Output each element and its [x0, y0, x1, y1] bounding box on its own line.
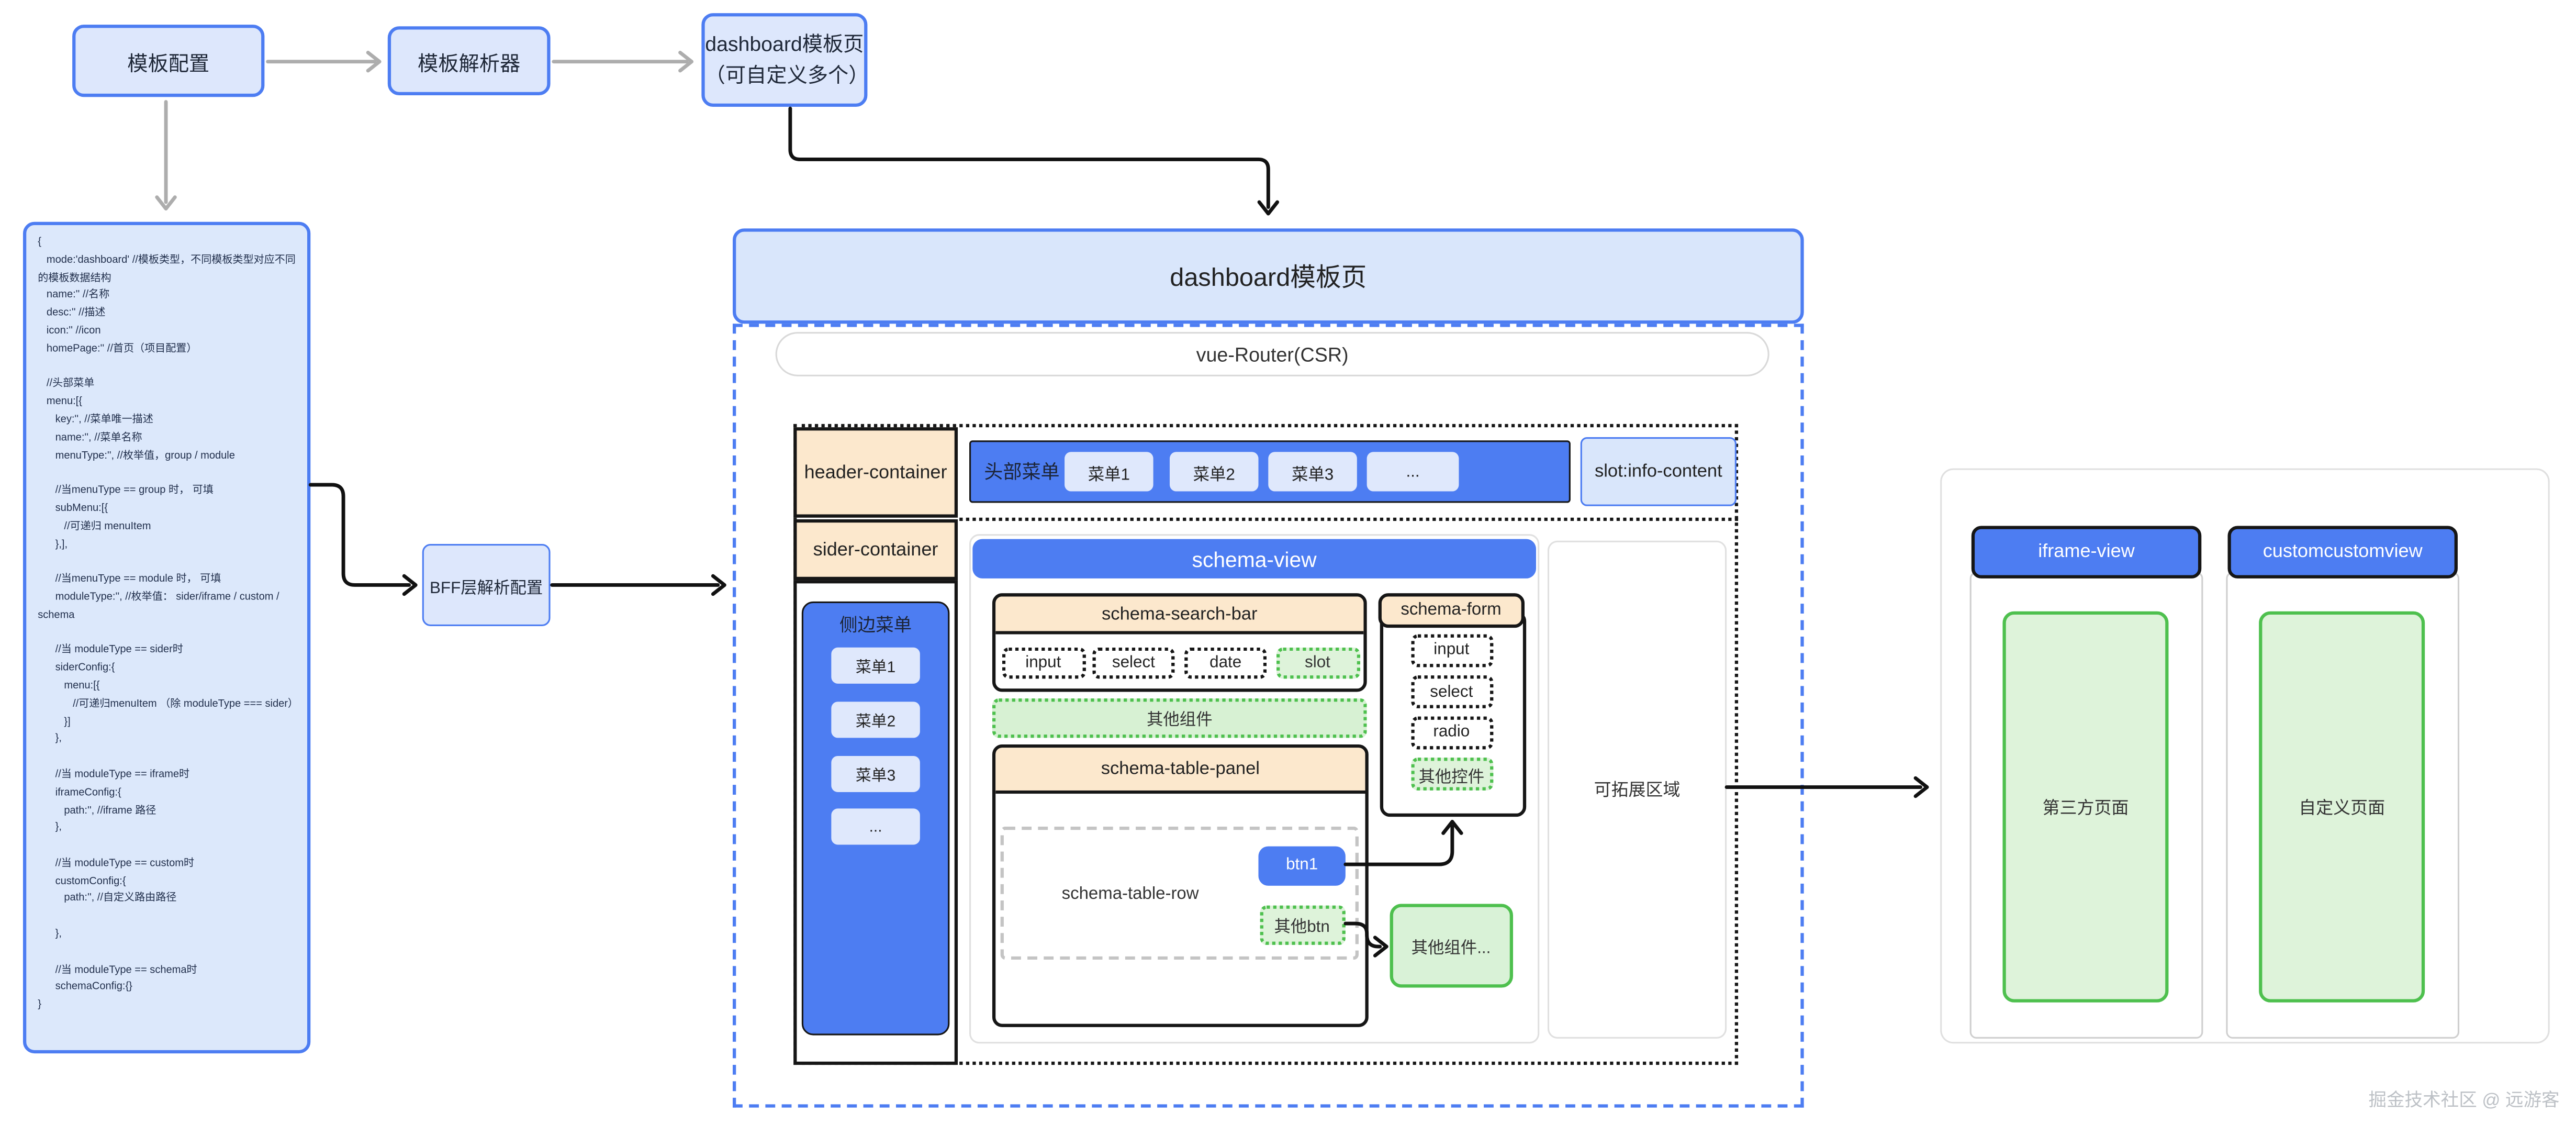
schema-search-bar-title: schema-search-bar	[995, 596, 1364, 635]
other-btn-label: 其他btn	[1274, 919, 1330, 938]
flow-node-label: 模板配置	[127, 51, 210, 75]
header-container-box: header-container	[793, 427, 958, 518]
btn1-button[interactable]: btn1	[1258, 845, 1346, 885]
custom-view-title-bar: customcustomview	[2227, 526, 2458, 578]
flow-node-template-parser: 模板解析器	[387, 26, 551, 96]
schema-table-panel-title: schema-table-panel	[995, 748, 1365, 794]
slot-info-content-box: slot:info-content	[1580, 437, 1737, 506]
bff-label: BFF层解析配置	[429, 579, 543, 598]
sider-menu-item-1[interactable]: 菜单1	[831, 647, 920, 684]
sider-menu-item-label: 菜单2	[855, 713, 896, 731]
flow-node-dashboard-template: dashboard模板页 （可自定义多个）	[701, 13, 869, 107]
vue-router-pill: vue-Router(CSR)	[775, 332, 1769, 376]
bff-parse-node: BFF层解析配置	[422, 544, 551, 626]
schema-form-title-bar: schema-form	[1377, 592, 1525, 627]
iframe-view-title-bar: iframe-view	[1971, 526, 2202, 578]
form-control-select[interactable]: select	[1410, 675, 1493, 708]
iframe-view-title: iframe-view	[2038, 542, 2135, 562]
control-label: 其他控件	[1418, 768, 1485, 787]
control-label: select	[1112, 654, 1155, 672]
control-label: select	[1430, 683, 1473, 701]
sider-menu-item-label: ...	[869, 817, 882, 836]
search-control-select[interactable]: select	[1092, 647, 1175, 679]
expandable-area-box: 可拓展区域	[1547, 540, 1727, 1039]
header-menu-item-label: 菜单1	[1088, 465, 1130, 484]
control-label: date	[1209, 654, 1242, 672]
template-config-code-block: { mode:'dashboard' //模板类型，不同模板类型对应不同的模板数…	[23, 221, 311, 1054]
schema-view-title-bar: schema-view	[972, 539, 1536, 578]
form-control-input[interactable]: input	[1410, 633, 1493, 666]
other-component-result-label: 其他组件...	[1411, 940, 1491, 959]
search-control-slot[interactable]: slot	[1275, 647, 1360, 679]
flow-node-label: 模板解析器	[418, 51, 521, 75]
custom-view-title: customcustomview	[2263, 542, 2423, 562]
sider-menu-item-3[interactable]: 菜单3	[831, 755, 920, 792]
other-btn-button[interactable]: 其他btn	[1259, 905, 1345, 945]
header-menu-item-label: ...	[1406, 462, 1420, 481]
header-menu-item-more[interactable]: ...	[1367, 452, 1459, 492]
header-container-label: header-container	[804, 462, 947, 483]
dashboard-page-title: dashboard模板页	[1170, 264, 1367, 293]
control-label: slot	[1305, 654, 1330, 672]
btn1-label: btn1	[1286, 856, 1318, 874]
form-control-other[interactable]: 其他控件	[1410, 758, 1493, 791]
sider-container-label: sider-container	[813, 540, 938, 560]
sider-menu-item-2[interactable]: 菜单2	[831, 702, 920, 738]
header-menu-item-3[interactable]: 菜单3	[1268, 452, 1357, 492]
custom-page-label: 自定义页面	[2299, 797, 2385, 818]
schema-table-row: schema-table-row	[1000, 826, 1359, 960]
flow-node-label-line1: dashboard模板页	[705, 33, 864, 57]
sider-container-box: sider-container	[793, 519, 958, 581]
schema-table-panel-box: schema-table-panel	[992, 744, 1369, 1027]
schema-view-title: schema-view	[1192, 546, 1317, 571]
search-control-date[interactable]: date	[1184, 647, 1267, 679]
schema-form-title: schema-form	[1401, 599, 1502, 620]
vue-router-label: vue-Router(CSR)	[1196, 342, 1349, 366]
expandable-area-label: 可拓展区域	[1594, 781, 1681, 800]
header-menu-item-1[interactable]: 菜单1	[1065, 452, 1153, 492]
form-control-radio[interactable]: radio	[1410, 716, 1493, 749]
flow-node-label-line2: （可自定义多个）	[704, 63, 869, 86]
other-component-result-box: 其他组件...	[1390, 904, 1513, 988]
header-menu-item-label: 菜单2	[1193, 465, 1235, 484]
control-label: input	[1433, 641, 1470, 659]
sider-menu-item-label: 菜单3	[855, 766, 896, 785]
other-components-label: 其他组件	[1147, 711, 1213, 730]
watermark: 掘金技术社区 @ 远游客	[2368, 1091, 2560, 1111]
third-party-page-box: 第三方页面	[2002, 611, 2169, 1003]
search-control-input[interactable]: input	[1001, 647, 1085, 679]
control-label: input	[1025, 654, 1061, 672]
other-components-strip: 其他组件	[992, 698, 1367, 737]
dashboard-page-dashed-container	[732, 324, 1804, 1108]
flow-node-template-config: 模板配置	[72, 25, 265, 97]
header-menu-item-label: 菜单3	[1291, 465, 1334, 484]
dashboard-page-title-bar: dashboard模板页	[732, 228, 1804, 324]
third-party-page-label: 第三方页面	[2042, 797, 2129, 818]
slot-info-content-label: slot:info-content	[1594, 462, 1722, 482]
schema-table-row-label: schema-table-row	[1061, 883, 1199, 903]
control-label: radio	[1433, 723, 1470, 741]
header-menu-item-2[interactable]: 菜单2	[1169, 452, 1259, 492]
header-body-dotted-divider	[959, 517, 1739, 521]
sider-menu-item-label: 菜单1	[855, 659, 896, 677]
sider-menu-item-more[interactable]: ...	[831, 808, 920, 845]
header-menu-label: 头部菜单	[984, 463, 1060, 483]
custom-page-box: 自定义页面	[2259, 611, 2425, 1003]
sider-menu-title: 侧边菜单	[839, 616, 912, 636]
